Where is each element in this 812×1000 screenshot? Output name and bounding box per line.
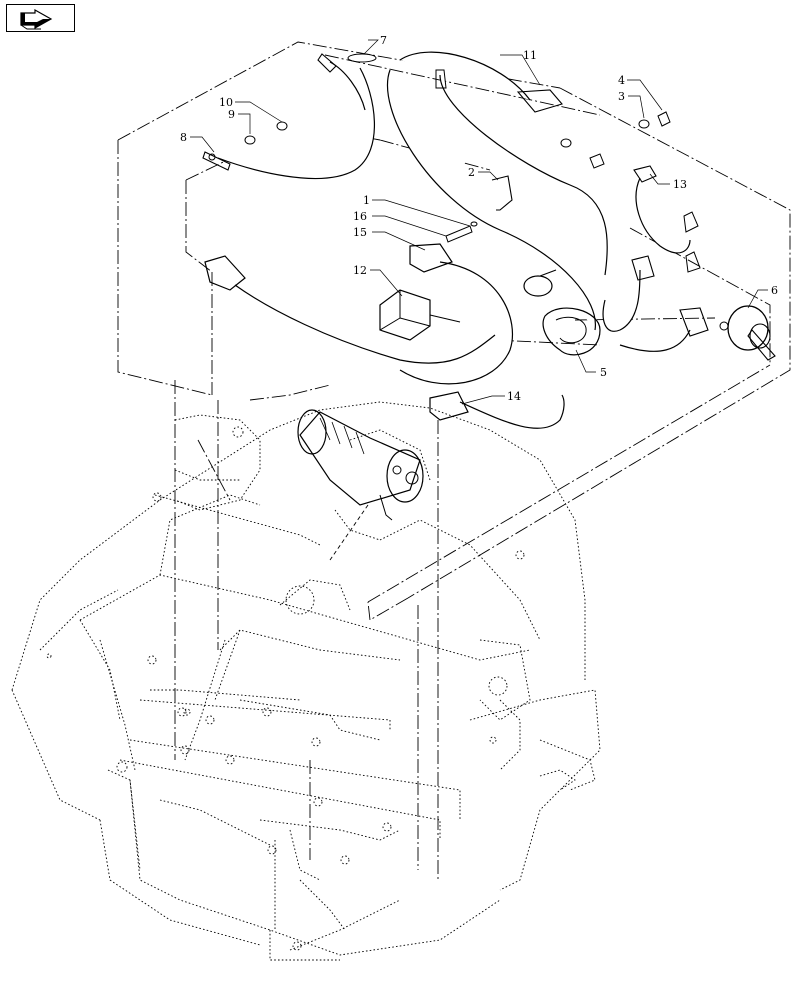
callout-7: 7 (380, 34, 387, 47)
callout-9: 9 (228, 108, 235, 121)
callout-11: 11 (523, 49, 537, 62)
callout-leaders (190, 39, 768, 405)
callout-labels: 1 2 3 4 5 6 7 8 9 10 11 12 13 14 15 16 (180, 34, 778, 403)
callout-6: 6 (771, 284, 778, 297)
callout-4: 4 (618, 74, 625, 87)
callout-13: 13 (673, 178, 687, 191)
return-nav-button[interactable] (6, 4, 75, 32)
callout-5: 5 (600, 366, 607, 379)
callout-2: 2 (468, 166, 475, 179)
machine-frame-outline (11, 401, 601, 961)
starter-motor (297, 409, 424, 561)
callout-10: 10 (219, 96, 233, 109)
callout-15: 15 (353, 226, 367, 239)
battery-cable-harness (202, 51, 776, 429)
callout-8: 8 (180, 131, 187, 144)
callout-14: 14 (507, 390, 521, 403)
callout-3: 3 (618, 90, 625, 103)
callout-12: 12 (353, 264, 367, 277)
return-arrow-icon (20, 8, 53, 30)
callout-1: 1 (363, 194, 370, 207)
callout-16: 16 (353, 210, 367, 223)
